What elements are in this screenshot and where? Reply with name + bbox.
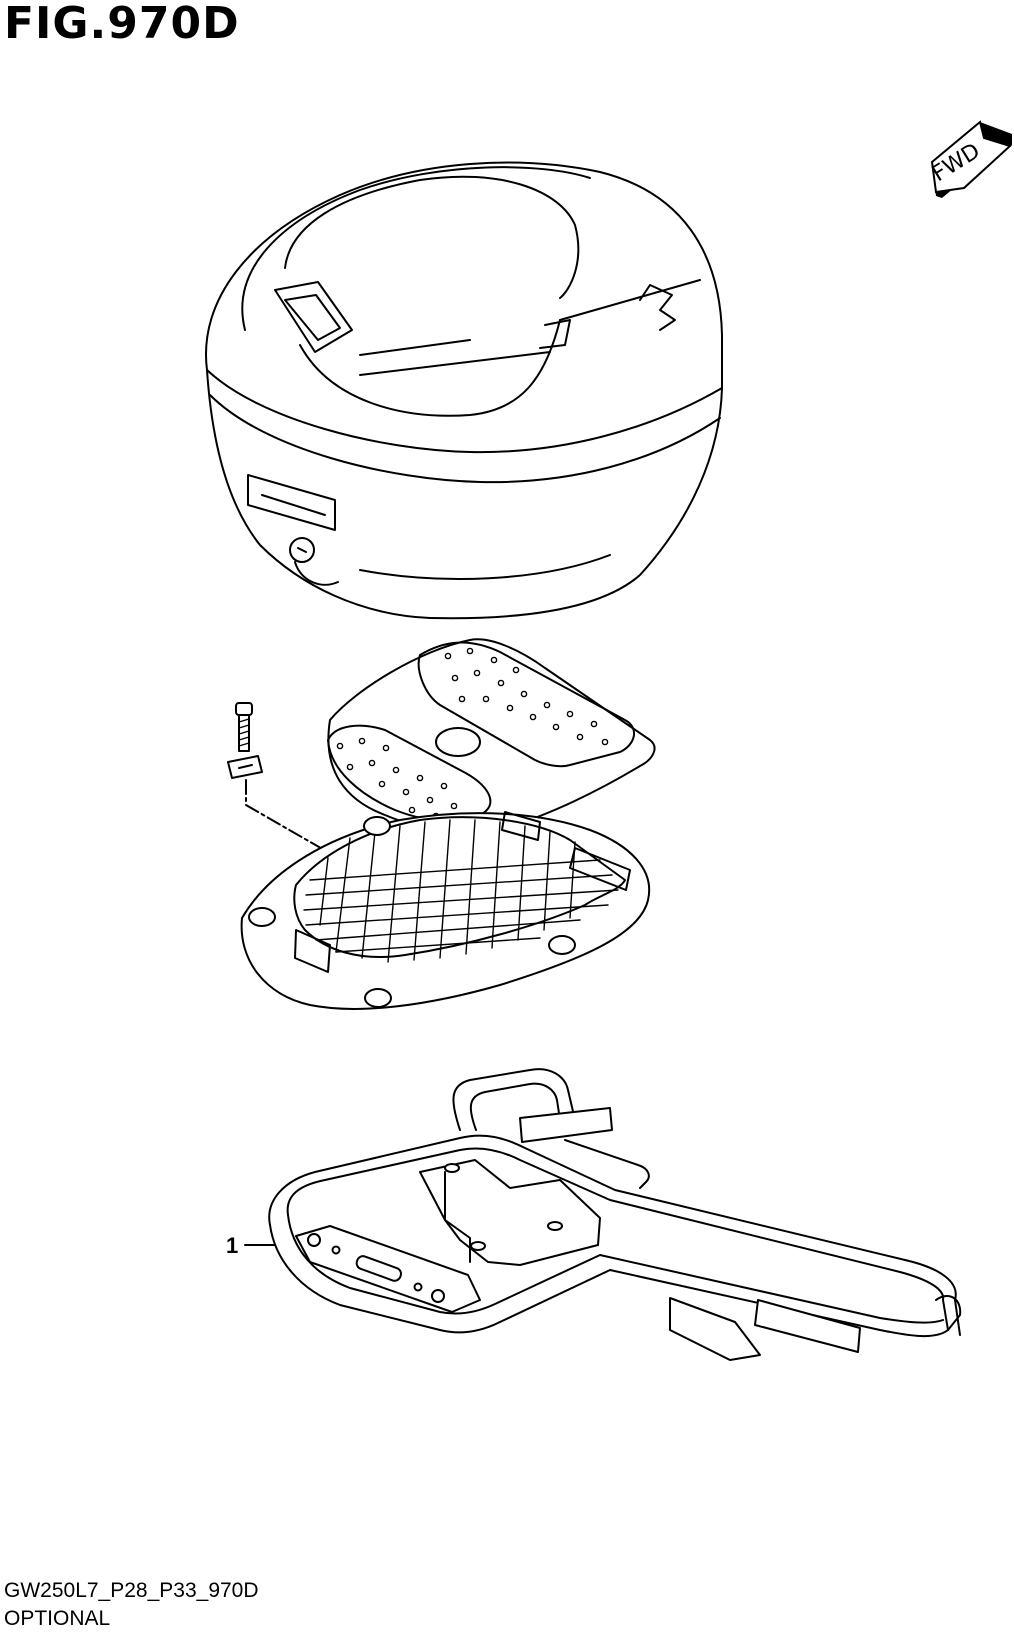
callout-1: 1 <box>226 1233 276 1258</box>
base-plate <box>240 811 651 1010</box>
callout-number: 1 <box>226 1233 238 1258</box>
grid-pattern <box>303 819 619 963</box>
pad-dots <box>336 647 609 820</box>
top-case <box>205 161 723 620</box>
bolt <box>235 702 253 752</box>
section-label: OPTIONAL <box>4 1607 111 1630</box>
carrier-bracket <box>268 1068 962 1361</box>
figure-code: GW250L7_P28_P33_970D <box>4 1579 259 1602</box>
fwd-arrow-icon: FWD <box>928 120 1012 198</box>
cover-plate <box>327 638 656 834</box>
nut-plate <box>227 755 263 779</box>
figure-title: FIG.970D <box>4 0 240 49</box>
